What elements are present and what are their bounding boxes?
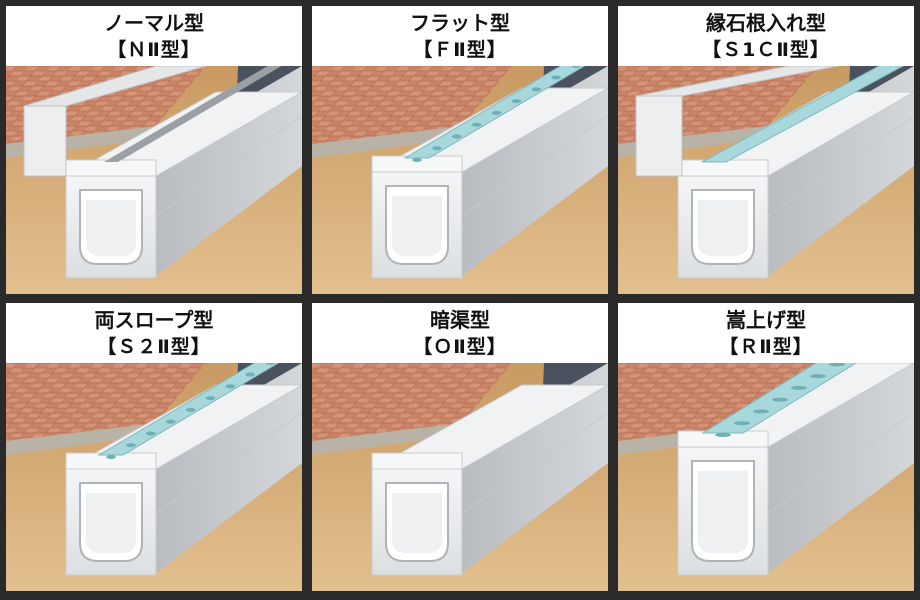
- panel-title: 縁石根入れ型: [706, 11, 826, 35]
- panel-code: 【Ｓ1ＣⅡ型】: [702, 39, 830, 61]
- panel-code: 【ＮⅡ型】: [107, 39, 201, 61]
- grate-slot: [432, 146, 442, 151]
- channel-inner-shade: [698, 200, 748, 256]
- grate-strip: [701, 66, 904, 163]
- grate-slot: [265, 363, 275, 365]
- pavement-edge: [6, 423, 156, 455]
- curb-drain-illustration: [618, 66, 914, 294]
- panel-code: 【Ｓ２Ⅱ型】: [97, 336, 211, 358]
- grate-slot: [491, 110, 502, 115]
- grate-slot: [531, 87, 542, 92]
- panel-code: 【ＯⅡ型】: [413, 336, 507, 358]
- channel-lid-front: [65, 159, 157, 177]
- channel-joint: [155, 412, 302, 514]
- grate-slot: [571, 66, 581, 68]
- channel-inner-shade: [86, 493, 136, 553]
- panel-title: ノーマル型: [104, 11, 204, 35]
- raised-drain-illustration: [618, 363, 914, 591]
- grate-slot: [791, 385, 807, 390]
- panel-code: 【ＦⅡ型】: [413, 39, 507, 61]
- panel-raised: 嵩上げ型 【ＲⅡ型】: [618, 303, 914, 591]
- drain-slot: [104, 66, 282, 162]
- channel-joint: [461, 412, 608, 514]
- panel-title: フラット型: [410, 11, 510, 35]
- grate-slot: [551, 75, 562, 80]
- panel-title: 嵩上げ型: [726, 308, 806, 332]
- channel-joint: [155, 115, 302, 217]
- grate-slot: [185, 407, 196, 412]
- grate-slot: [753, 409, 769, 414]
- grate-slot: [772, 397, 788, 402]
- grate-slot: [245, 372, 256, 377]
- panel-title: 暗渠型: [430, 308, 490, 332]
- grate-slot: [126, 443, 136, 448]
- panel-curb: 縁石根入れ型 【Ｓ1ＣⅡ型】: [618, 6, 914, 294]
- channel-inner-shade: [698, 471, 748, 553]
- channel-joint: [767, 115, 914, 217]
- grate-slot: [810, 374, 826, 379]
- channel-side: [768, 363, 914, 573]
- channel-inner-shade: [392, 493, 442, 553]
- channel-side: [156, 66, 302, 276]
- normal-drain-illustration: [6, 66, 302, 294]
- channel-side: [462, 66, 608, 276]
- grate-slot: [225, 384, 236, 389]
- slope-drain-illustration: [6, 363, 302, 591]
- panel-title: 両スロープ型: [94, 308, 214, 332]
- panel-code: 【ＲⅡ型】: [719, 336, 813, 358]
- grate-slot: [145, 431, 156, 436]
- grate-slot: [511, 99, 522, 104]
- curb-front: [635, 95, 683, 177]
- grate-slot: [451, 134, 462, 139]
- pavement-edge: [312, 126, 462, 158]
- culvert-drain-illustration: [312, 363, 608, 591]
- panel-normal: ノーマル型 【ＮⅡ型】: [6, 6, 302, 294]
- curb-front: [23, 105, 67, 177]
- channel-side: [462, 363, 608, 573]
- channel-joint: [461, 115, 608, 217]
- pavement-edge: [312, 423, 462, 455]
- channel-lid-front: [371, 452, 463, 470]
- grate-slot: [734, 421, 750, 426]
- channel-joint: [767, 412, 914, 514]
- grate-slot: [715, 433, 731, 437]
- panel-flat: フラット型 【ＦⅡ型】: [312, 6, 608, 294]
- grate-slot: [165, 419, 176, 424]
- grate-slot: [106, 455, 116, 459]
- grate-slot: [471, 122, 482, 127]
- channel-side: [768, 66, 914, 276]
- channel-inner-shade: [392, 196, 442, 256]
- grate-slot: [412, 158, 422, 162]
- grate-slot: [829, 363, 845, 367]
- channel-side: [156, 363, 302, 573]
- panel-slope: 両スロープ型 【Ｓ２Ⅱ型】: [6, 303, 302, 591]
- flat-drain-illustration: [312, 66, 608, 294]
- grate-slot: [205, 396, 216, 401]
- panel-culvert: 暗渠型 【ＯⅡ型】: [312, 303, 608, 591]
- channel-inner-shade: [86, 200, 136, 256]
